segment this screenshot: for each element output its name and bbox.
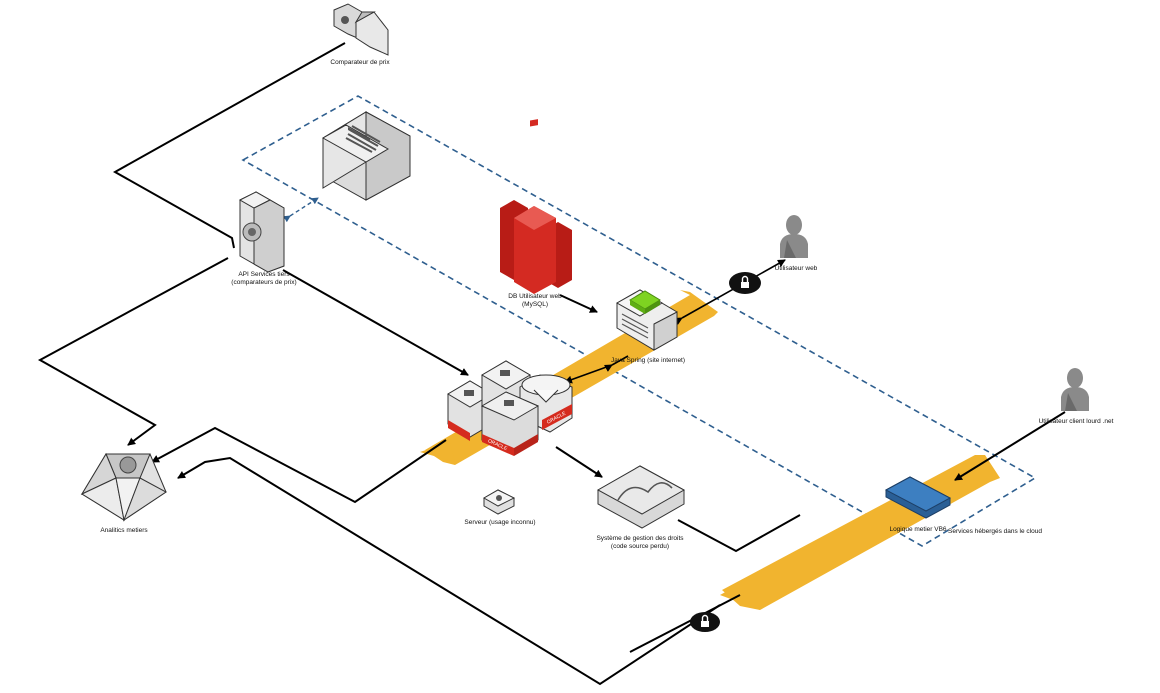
analytics-icon bbox=[80, 452, 167, 522]
oracle-db-cluster-icon: ORACLE ORACLE bbox=[447, 360, 573, 456]
api-services-label-1: API Services tiers bbox=[238, 271, 290, 278]
db-user-label-1: DB Utilisateur web bbox=[508, 293, 562, 300]
mainframe-icon bbox=[321, 111, 411, 201]
web-user-icon bbox=[780, 215, 808, 258]
server-unknown-label: Serveur (usage inconnu) bbox=[464, 519, 535, 526]
api-services-label-2: (comparateurs de prix) bbox=[231, 279, 296, 286]
price-comparator-label: Comparateur de prix bbox=[330, 59, 390, 66]
mysql-db-icon bbox=[500, 114, 572, 294]
rights-system-label-1: Système de gestion des droits bbox=[596, 535, 684, 542]
web-user-label: Utilisateur web bbox=[775, 265, 818, 272]
thick-client-user-icon bbox=[1061, 368, 1089, 411]
cloud-boundary bbox=[241, 95, 1037, 547]
cloud-server-icon bbox=[333, 3, 389, 56]
unknown-server-icon bbox=[482, 489, 516, 515]
cloud-services-label: Services hébergés dans le cloud bbox=[948, 528, 1042, 535]
analytics-label: Analitics metiers bbox=[100, 527, 148, 534]
java-spring-icon bbox=[615, 289, 678, 351]
connectors bbox=[37, 42, 1066, 686]
vb6-logic-label: Logique metier VB6 bbox=[889, 526, 946, 533]
vb6-logic-icon bbox=[884, 476, 952, 519]
db-user-label-2: (MySQL) bbox=[522, 301, 548, 308]
lock-icon bbox=[690, 612, 720, 632]
thick-client-user-label: Utilisateur client lourd .net bbox=[1039, 418, 1114, 425]
lock-icon bbox=[729, 272, 761, 294]
rights-system-icon bbox=[596, 465, 686, 529]
rights-system-label-2: (code source perdu) bbox=[611, 543, 669, 550]
java-spring-label: Java Spring (site internet) bbox=[611, 357, 685, 364]
api-server-icon bbox=[238, 191, 285, 273]
